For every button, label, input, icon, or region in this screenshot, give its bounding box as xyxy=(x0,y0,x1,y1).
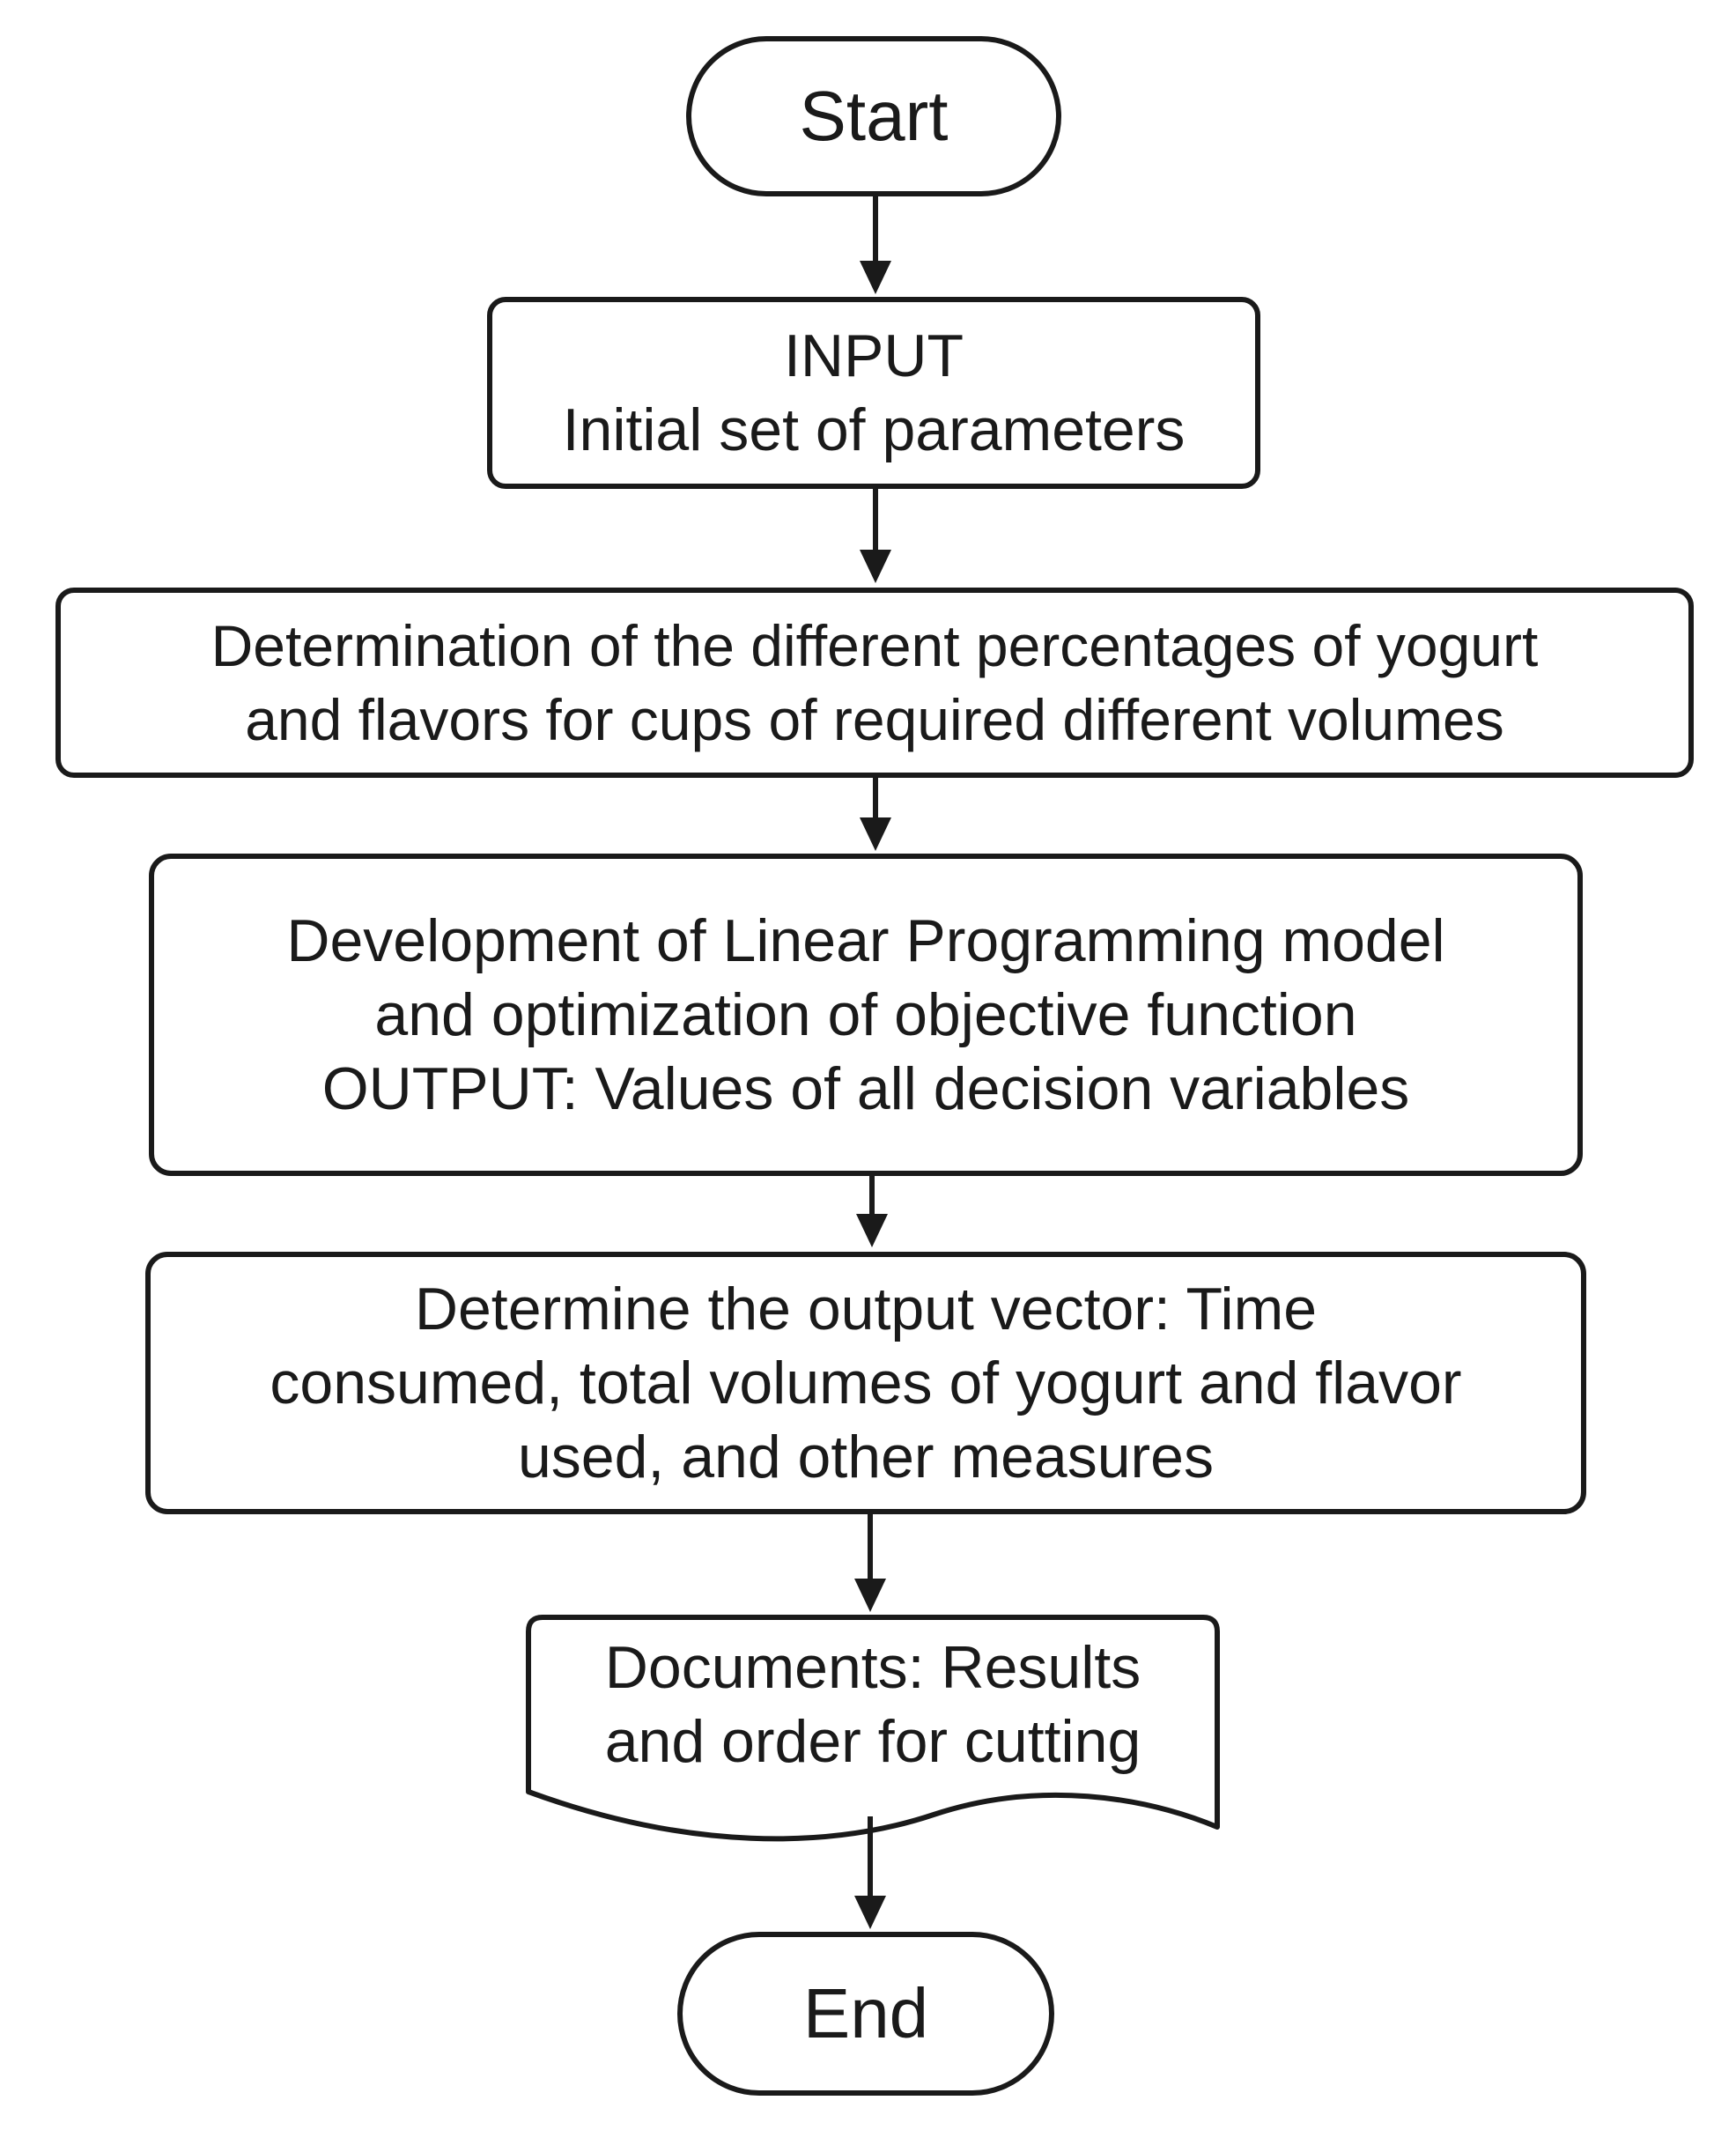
documents-line-2: and order for cutting xyxy=(604,1708,1141,1775)
end-label-text: End xyxy=(802,1974,929,2052)
end-label: End xyxy=(680,1934,1052,2093)
determination-line-1: Determination of the different percentag… xyxy=(211,613,1539,678)
determination-box: Determination of the different percentag… xyxy=(58,590,1691,775)
output-vector-box: Determine the output vector: Time consum… xyxy=(148,1254,1584,1512)
end-terminal-shape xyxy=(677,1932,1054,2096)
development-line-3: OUTPUT: Values of all decision variables xyxy=(321,1055,1410,1122)
output-vector-line-1: Determine the output vector: Time xyxy=(414,1276,1318,1342)
start-label-text: Start xyxy=(799,77,949,155)
arrowhead-output-to-documents xyxy=(854,1579,886,1612)
arrowhead-input-to-determination xyxy=(860,550,891,583)
input-box: INPUT Initial set of parameters xyxy=(490,300,1258,486)
start-terminal-shape xyxy=(686,36,1061,196)
output-vector-line-3: used, and other measures xyxy=(517,1424,1215,1490)
development-line-1: Development of Linear Programming model xyxy=(286,907,1445,974)
development-line-2: and optimization of objective function xyxy=(374,981,1357,1048)
documents-line-1: Documents: Results xyxy=(604,1634,1141,1701)
output-vector-box-shape xyxy=(145,1252,1586,1514)
input-box-shape xyxy=(487,297,1260,489)
development-box-shape xyxy=(149,854,1583,1176)
output-vector-line-2: consumed, total volumes of yogurt and fl… xyxy=(270,1350,1462,1416)
arrowhead-determination-to-development xyxy=(860,817,891,851)
determination-line-2: and flavors for cups of required differe… xyxy=(245,687,1504,752)
input-line-1: INPUT xyxy=(784,322,964,389)
development-box: Development of Linear Programming model … xyxy=(151,856,1580,1173)
arrowhead-start-to-input xyxy=(860,261,891,294)
input-line-2: Initial set of parameters xyxy=(562,396,1186,463)
documents-shape xyxy=(526,1615,1220,1842)
arrowhead-documents-to-end xyxy=(854,1896,886,1929)
documents-box: Documents: Results and order for cutting xyxy=(528,1621,1217,1788)
determination-box-shape xyxy=(55,588,1694,778)
arrowhead-development-to-output xyxy=(856,1214,888,1247)
start-label: Start xyxy=(689,39,1059,194)
